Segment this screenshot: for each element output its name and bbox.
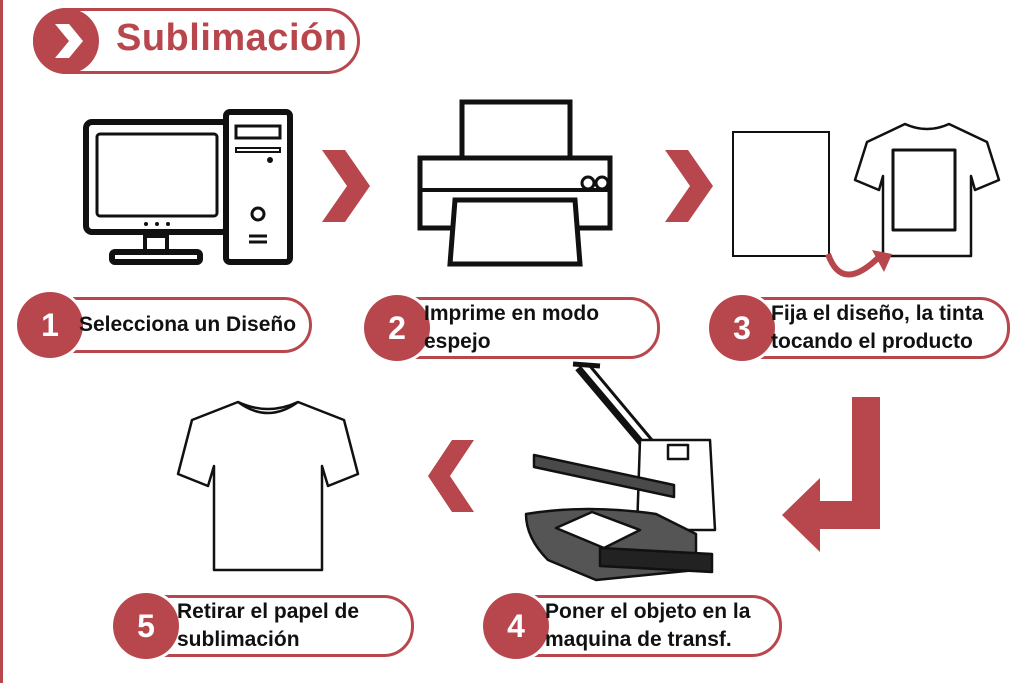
arrow-left (428, 440, 474, 512)
arrow-right-1 (322, 150, 370, 222)
step-1-label: Selecciona un Diseño (79, 313, 297, 336)
step-4-label: Poner el objeto en la maquina de transf. (545, 600, 751, 651)
step-number-4: 4 (483, 593, 549, 659)
chevron-right-icon (33, 8, 99, 74)
tshirt-with-design-icon (853, 122, 1001, 258)
step-number-1: 1 (17, 292, 83, 358)
step-3-label: Fija el diseño, la tinta tocando el prod… (771, 302, 984, 353)
arrow-down-left (782, 397, 880, 552)
title-banner: Sublimación (33, 8, 360, 74)
heat-press-icon (524, 361, 717, 582)
step-number-5: 5 (113, 593, 179, 659)
printer-icon (417, 99, 613, 267)
curved-arrow (825, 252, 883, 278)
step-3: 3 Fija el diseño, la tinta tocando el pr… (709, 295, 1010, 361)
left-border (0, 0, 3, 683)
page-title: Sublimación (116, 17, 348, 59)
step-5: 5 Retirar el papel de sublimación (113, 593, 414, 659)
tshirt-icon (176, 400, 360, 572)
step-number-3: 3 (709, 295, 775, 361)
step-2: 2 Imprime en modo espejo (364, 295, 660, 361)
step-5-label: Retirar el papel de sublimación (177, 600, 360, 651)
step-1: 1 Selecciona un Diseño (17, 292, 312, 358)
arrow-right-2 (665, 150, 713, 222)
step-4: 4 Poner el objeto en la maquina de trans… (483, 593, 782, 659)
paper-sheet-icon (732, 131, 830, 257)
step-number-2: 2 (364, 295, 430, 361)
computer-icon (83, 109, 293, 265)
step-2-label: Imprime en modo espejo (424, 302, 600, 353)
